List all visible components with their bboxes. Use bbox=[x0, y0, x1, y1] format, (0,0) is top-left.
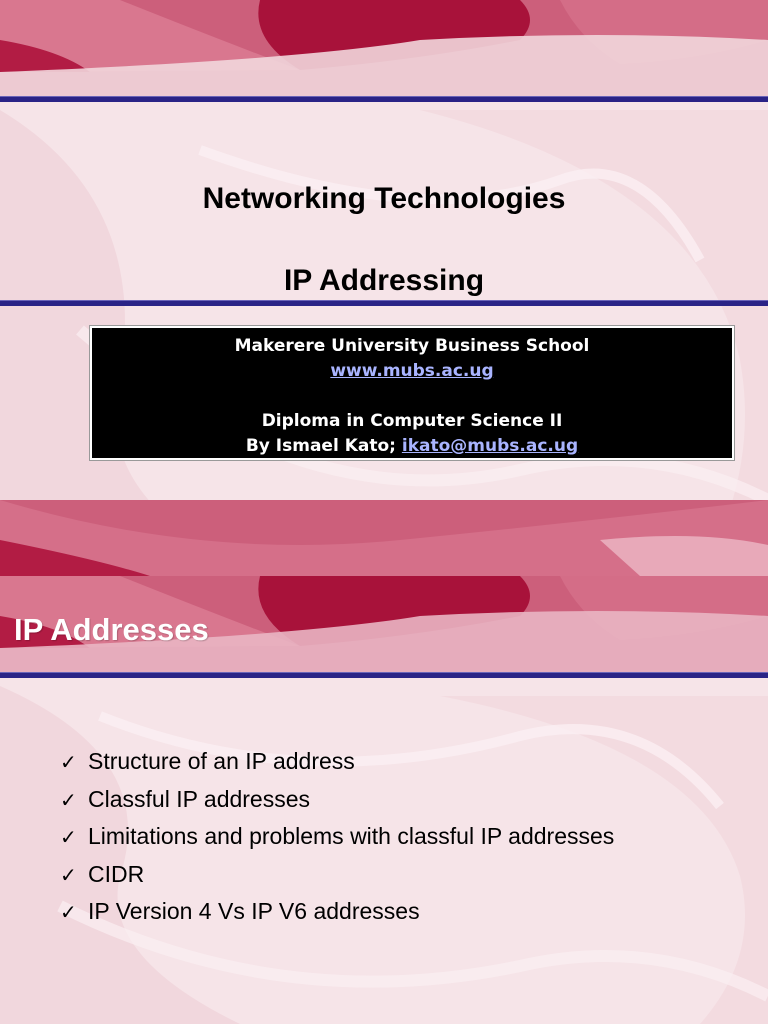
institution-line: Makerere University Business School bbox=[234, 336, 590, 356]
middle-rule bbox=[0, 300, 768, 306]
author-text: By Ismael Kato; bbox=[245, 436, 402, 456]
check-icon: ✓ bbox=[60, 825, 77, 849]
list-item: ✓ IP Version 4 Vs IP V6 addresses bbox=[60, 896, 614, 934]
list-item: ✓ Classful IP addresses bbox=[60, 784, 614, 822]
title-slide: Networking Technologies IP Addressing Ma… bbox=[0, 0, 768, 576]
list-item-text: Classful IP addresses bbox=[88, 785, 311, 812]
content-slide: IP Addresses ✓ Structure of an IP address… bbox=[0, 576, 768, 1024]
check-icon: ✓ bbox=[60, 862, 77, 887]
bullet-list: ✓ Structure of an IP address ✓ Classful IP… bbox=[60, 746, 614, 934]
slide-title: Networking Technologies bbox=[202, 182, 566, 215]
list-item-text: Limitations and problems with classful I… bbox=[88, 823, 615, 849]
info-box: Makerere University Business School www.… bbox=[90, 326, 734, 460]
slide-heading: IP Addresses bbox=[14, 612, 209, 647]
course-line: Diploma in Computer Science II bbox=[261, 411, 563, 431]
list-item: ✓ Structure of an IP address bbox=[60, 746, 614, 784]
website-link[interactable]: www.mubs.ac.ug bbox=[330, 361, 494, 381]
list-item-text: Structure of an IP address bbox=[88, 748, 355, 774]
check-icon: ✓ bbox=[60, 787, 77, 812]
top-rule bbox=[0, 96, 768, 102]
list-item: ✓ CIDR bbox=[60, 859, 614, 897]
list-item-text: CIDR bbox=[88, 860, 145, 887]
email-link[interactable]: ikato@mubs.ac.ug bbox=[401, 436, 579, 456]
slide-subtitle: IP Addressing bbox=[283, 264, 485, 297]
slide-background bbox=[0, 576, 768, 1024]
check-icon: ✓ bbox=[60, 900, 77, 924]
list-item: ✓ Limitations and problems with classful … bbox=[60, 821, 614, 859]
list-item-text: IP Version 4 Vs IP V6 addresses bbox=[88, 898, 420, 924]
top-rule bbox=[0, 672, 768, 678]
slide-background bbox=[0, 0, 768, 576]
check-icon: ✓ bbox=[60, 750, 77, 774]
